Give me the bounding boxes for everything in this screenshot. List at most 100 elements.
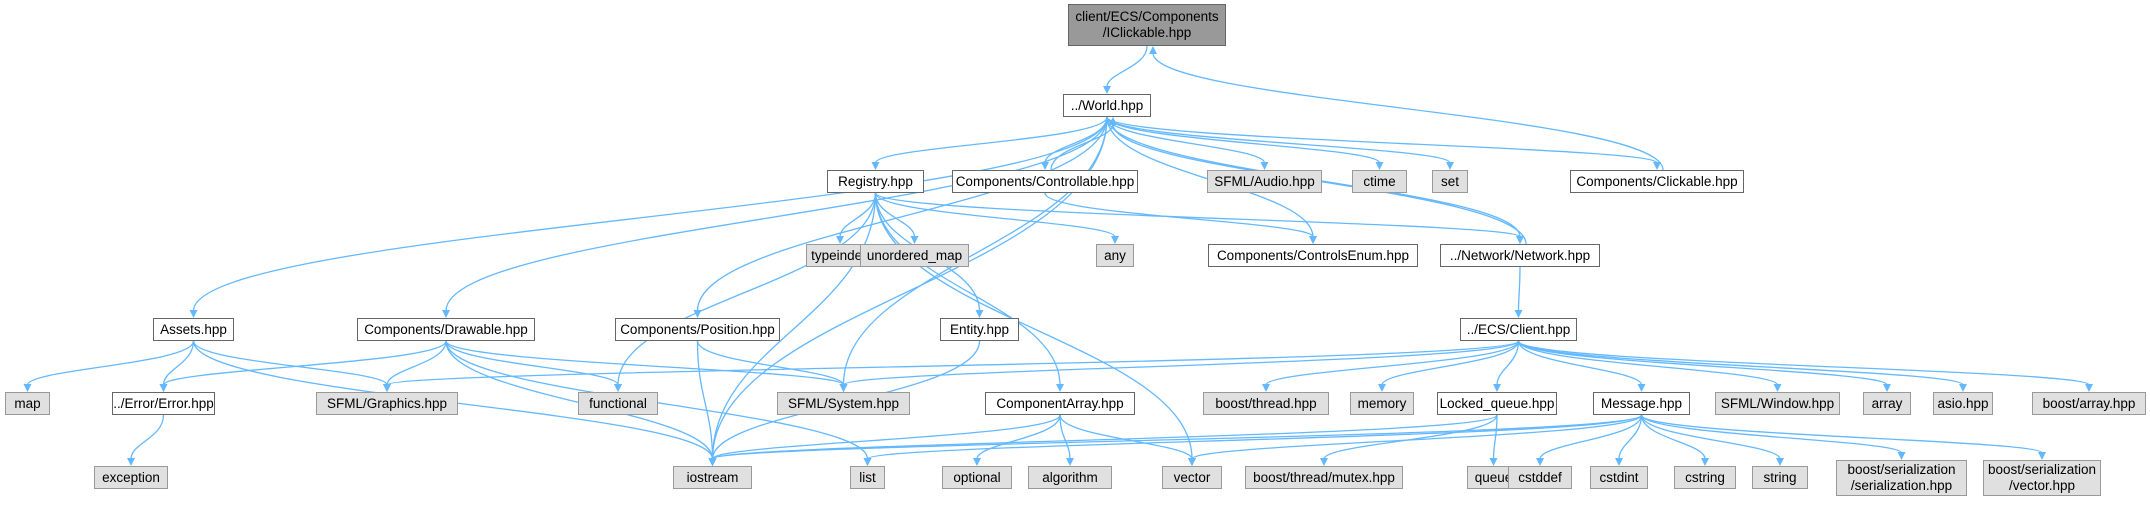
node-error[interactable]: ../Error/Error.hpp [112, 392, 215, 415]
arrowhead-world-to-sfml_audio [1260, 162, 1269, 170]
edge-world-to-position [696, 116, 1108, 312]
arrowhead-message-to-cstddef [1536, 458, 1544, 466]
node-boost-array: boost/array.hpp [2032, 392, 2146, 415]
arrowhead-message-to-iostream [708, 458, 717, 466]
edge-componentarray-to-vector [1059, 414, 1193, 460]
arrowhead-client-to-sfml_window [1773, 384, 1782, 392]
arrowhead-message-to-boost_vector [2038, 452, 2046, 460]
edge-client-to-sfml_graphics [386, 340, 1520, 386]
edge-position-to-sfml_system [696, 340, 845, 386]
edge-registry-to-componentarray [874, 192, 1061, 386]
node-boost-serialization: boost/serialization /serialization.hpp [1836, 460, 1967, 496]
edge-message-to-string [1640, 414, 1781, 460]
edge-world-to-registry [874, 116, 1108, 164]
arrowhead-client-to-boost_thread [1262, 384, 1270, 392]
arrowhead-client-to-locked_queue [1493, 384, 1501, 392]
arrowhead-componentarray-to-algorithm [1066, 458, 1074, 466]
edge-client-to-asio [1517, 340, 1964, 386]
node-clickable[interactable]: Components/Clickable.hpp [1570, 170, 1744, 193]
arrowhead-drawable-to-error [159, 384, 168, 392]
node-network[interactable]: ../Network/Network.hpp [1440, 244, 1600, 267]
node-any: any [1096, 244, 1134, 267]
node-message[interactable]: Message.hpp [1593, 392, 1690, 415]
arrowhead-registry-to-typeindex [836, 236, 844, 244]
edge-world-to-set [1106, 116, 1451, 164]
node-boost-mutex: boost/thread/mutex.hpp [1245, 466, 1403, 489]
edge-message-to-vector [1191, 414, 1643, 460]
arrowhead-message-to-boost_serialization [1897, 452, 1906, 460]
node-ctime: ctime [1352, 170, 1407, 193]
node-world[interactable]: ../World.hpp [1063, 94, 1151, 117]
arrowhead-client-to-boost_array [2085, 384, 2093, 392]
arrowhead-message-to-string [1776, 458, 1784, 466]
node-entity[interactable]: Entity.hpp [940, 318, 1019, 341]
node-controllable[interactable]: Components/Controllable.hpp [952, 170, 1138, 193]
node-unordered-map: unordered_map [860, 244, 969, 267]
node-sfml-audio: SFML/Audio.hpp [1207, 170, 1322, 193]
edge-client-to-boost_thread [1265, 340, 1520, 386]
node-set: set [1432, 170, 1468, 193]
node-drawable[interactable]: Components/Drawable.hpp [357, 318, 535, 341]
arrowhead-registry-to-unordered_map [910, 236, 919, 244]
node-assets[interactable]: Assets.hpp [153, 318, 234, 341]
arrowhead-componentarray-to-optional [973, 458, 981, 466]
node-boost-vector: boost/serialization /vector.hpp [1983, 460, 2101, 496]
arrowhead-drawable-to-functional [614, 384, 622, 392]
arrowhead-message-to-list [863, 458, 872, 466]
edge-world-to-assets [192, 116, 1108, 312]
arrowhead-client-to-array [1883, 384, 1891, 392]
arrowhead-locked_queue-to-boost_mutex [1320, 458, 1328, 466]
node-controlsenum[interactable]: Components/ControlsEnum.hpp [1208, 244, 1418, 267]
edge-world-to-clickable [1106, 116, 1658, 164]
edge-client-to-locked_queue [1496, 340, 1520, 386]
node-root[interactable]: client/ECS/Components /IClickable.hpp [1068, 4, 1226, 46]
node-locked-queue[interactable]: Locked_queue.hpp [1437, 392, 1557, 415]
node-exception: exception [94, 466, 168, 489]
arrowhead-world-to-controllable [1041, 162, 1049, 170]
node-string: string [1752, 466, 1808, 489]
edge-message-to-iostream [711, 414, 1643, 460]
edge-componentarray-to-iostream [711, 414, 1061, 460]
arrowhead-controllable-to-controlsenum [1309, 236, 1317, 244]
arrowhead-world-to-set [1446, 162, 1454, 170]
arrowhead-registry-to-componentarray [1056, 384, 1064, 392]
node-componentarray[interactable]: ComponentArray.hpp [985, 392, 1135, 415]
arrowhead-world-to-ctime [1375, 162, 1384, 170]
edge-message-to-boost_serialization [1640, 414, 1903, 454]
arrowhead-locked_queue-to-queue [1489, 458, 1498, 466]
arrowhead-client-to-asio [1959, 384, 1967, 392]
node-list: list [850, 466, 885, 489]
arrowhead-message-to-cstdint [1615, 458, 1623, 466]
edge-assets-to-error [162, 340, 195, 386]
node-sfml-system: SFML/System.hpp [777, 392, 910, 415]
edge-message-to-boost_vector [1640, 414, 2043, 454]
edge-assets-to-sfml_graphics [192, 340, 388, 386]
arrowhead-network-to-world [1109, 117, 1117, 125]
node-iostream: iostream [673, 466, 752, 489]
edge-registry-to-iostream [711, 192, 877, 460]
node-cstring: cstring [1674, 466, 1736, 489]
edge-client-to-boost_array [1517, 340, 2090, 386]
node-functional: functional [578, 392, 658, 415]
node-client[interactable]: ../ECS/Client.hpp [1460, 318, 1577, 341]
arrowhead-world-to-registry [871, 162, 880, 170]
node-registry[interactable]: Registry.hpp [827, 170, 924, 193]
edge-client-to-sfml_window [1517, 340, 1779, 386]
arrowhead-assets-to-map [23, 384, 32, 392]
node-cstddef: cstddef [1508, 466, 1572, 489]
edge-locked_queue-to-iostream [711, 414, 1498, 460]
arrowhead-client-to-sfml_graphics [383, 384, 391, 392]
arrowhead-message-to-cstring [1701, 458, 1709, 466]
arrowhead-network-to-client [1514, 310, 1523, 318]
node-optional: optional [942, 466, 1012, 489]
node-map: map [5, 392, 50, 415]
node-position[interactable]: Components/Position.hpp [615, 318, 780, 341]
edge-client-to-array [1517, 340, 1888, 386]
arrowhead-message-to-vector [1188, 458, 1196, 466]
edge-registry-to-vector [874, 192, 1193, 460]
arrowhead-world-to-assets [189, 310, 198, 318]
arrowhead-client-to-message [1637, 384, 1646, 392]
node-vector: vector [1162, 466, 1222, 489]
arrowhead-registry-to-network [1516, 236, 1524, 244]
node-array: array [1863, 392, 1911, 415]
